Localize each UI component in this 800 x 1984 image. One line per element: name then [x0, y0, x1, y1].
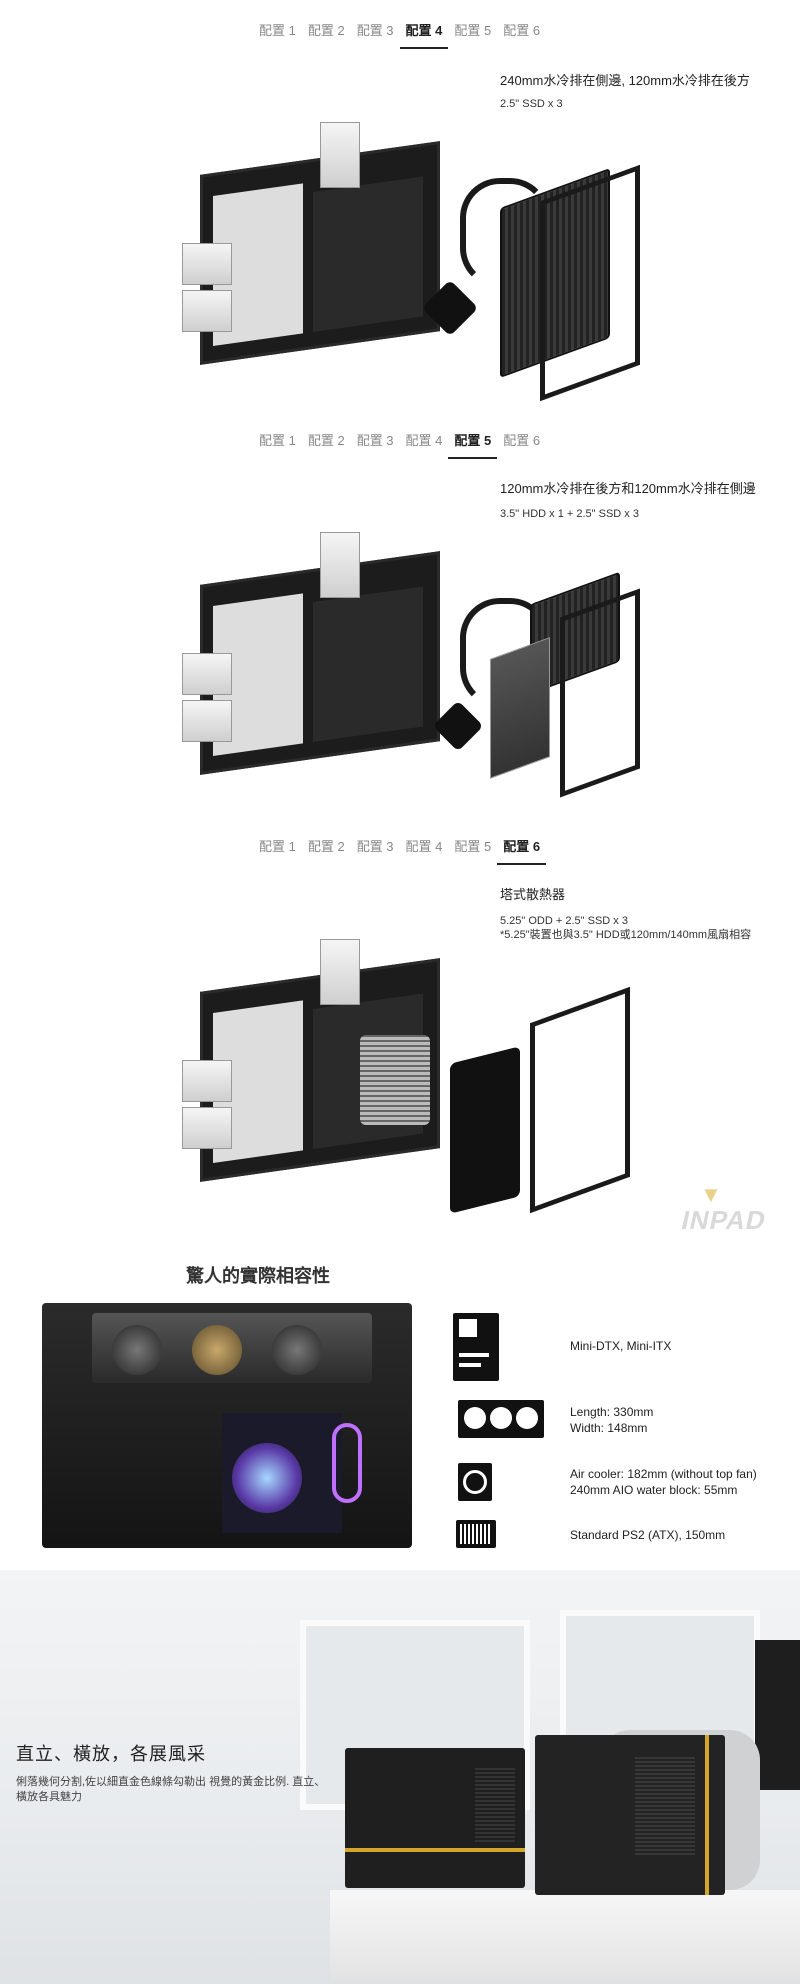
ssd-drive [320, 939, 360, 1005]
optical-drive-bay [450, 1046, 520, 1214]
rgb-fan [232, 1443, 302, 1513]
ssd-drive [182, 1060, 232, 1102]
mount-bracket [560, 588, 640, 798]
rgb-ring [332, 1423, 362, 1503]
config-drive-spec: 2.5" SSD x 3 [500, 98, 563, 110]
tab-config-2[interactable]: 配置 2 [307, 433, 345, 448]
config-tabs: 配置 1 配置 2 配置 3 配置 4 配置 5 配置 6 [253, 430, 546, 459]
inpad-watermark: INPAD [678, 1205, 770, 1235]
case-vertical [535, 1735, 725, 1895]
product-image-config-6 [180, 935, 650, 1225]
tab-config-4[interactable]: 配置 4 [399, 20, 449, 49]
tab-config-4[interactable]: 配置 4 [405, 839, 443, 854]
ssd-drive [182, 290, 232, 332]
inpad-logo-icon: ▼ [700, 1182, 722, 1207]
water-tube [460, 598, 550, 708]
case-horizontal [345, 1748, 525, 1888]
tab-config-3[interactable]: 配置 3 [356, 839, 394, 854]
tab-config-3[interactable]: 配置 3 [356, 433, 394, 448]
tab-config-6[interactable]: 配置 6 [503, 23, 541, 38]
motherboard-icon [453, 1313, 499, 1381]
case-interior-photo [42, 1303, 412, 1548]
tab-config-1[interactable]: 配置 1 [259, 23, 296, 38]
pump-block [432, 700, 484, 752]
config-compat-note: *5.25"裝置也與3.5" HDD或120mm/140mm風扇相容 [500, 929, 752, 941]
graphics-card-icon [458, 1400, 544, 1438]
hdd-drive [490, 637, 550, 779]
gpu-fan [112, 1325, 162, 1375]
tab-config-5[interactable]: 配置 5 [454, 839, 492, 854]
config-drive-spec: 3.5" HDD x 1 + 2.5" SSD x 3 [500, 508, 639, 520]
tab-config-4[interactable]: 配置 4 [405, 433, 443, 448]
gold-accent-line [705, 1735, 709, 1895]
spec-graphics-card: Length: 330mm Width: 148mm [570, 1405, 654, 1435]
compat-title: 驚人的實際相容性 [186, 1266, 330, 1286]
monitor [755, 1640, 800, 1790]
hero-description: 俐落幾何分割,佐以細直金色線條勾勒出 視覺的黃金比例. 直立、橫放各具魅力 [16, 1776, 326, 1803]
tab-config-5[interactable]: 配置 5 [448, 430, 498, 459]
hero-title: 直立、橫放，各展風采 [16, 1744, 206, 1764]
gold-accent-line [345, 1848, 525, 1852]
gpu-fan [272, 1325, 322, 1375]
water-tube [460, 178, 550, 288]
tab-config-1[interactable]: 配置 1 [259, 839, 296, 854]
config-tabs: 配置 1 配置 2 配置 3 配置 4 配置 5 配置 6 [253, 836, 547, 865]
config-drive-spec: 5.25" ODD + 2.5" SSD x 3 [500, 915, 628, 927]
ssd-drive [182, 1107, 232, 1149]
tab-config-1[interactable]: 配置 1 [259, 433, 296, 448]
hero-lifestyle-section: 直立、橫放，各展風采 俐落幾何分割,佐以細直金色線條勾勒出 視覺的黃金比例. 直… [0, 1570, 800, 1984]
config-title: 120mm水冷排在後方和120mm水冷排在側邊 [500, 481, 756, 496]
ssd-drive [182, 700, 232, 742]
tab-config-6[interactable]: 配置 6 [497, 836, 547, 865]
mount-bracket [540, 164, 640, 402]
ssd-drive [320, 532, 360, 598]
ssd-drive [182, 653, 232, 695]
config-title: 240mm水冷排在側邊, 120mm水冷排在後方 [500, 73, 750, 88]
spec-cpu-cooler: Air cooler: 182mm (without top fan) 240m… [570, 1467, 757, 1497]
spec-power-supply: Standard PS2 (ATX), 150mm [570, 1528, 726, 1542]
tab-config-2[interactable]: 配置 2 [307, 839, 345, 854]
gpu-fan [192, 1325, 242, 1375]
tab-config-2[interactable]: 配置 2 [307, 23, 345, 38]
config-title: 塔式散熱器 [500, 887, 566, 902]
power-supply-icon [456, 1520, 496, 1548]
desk [330, 1890, 800, 1980]
ssd-drive [182, 243, 232, 285]
tab-config-5[interactable]: 配置 5 [454, 23, 492, 38]
spec-motherboard: Mini-DTX, Mini-ITX [570, 1339, 672, 1353]
product-image-config-4 [180, 118, 650, 402]
tower-cooler [360, 1035, 430, 1125]
mount-bracket [530, 986, 630, 1214]
product-image-config-5 [180, 528, 650, 808]
config-tabs: 配置 1 配置 2 配置 3 配置 4 配置 5 配置 6 [253, 20, 546, 49]
tab-config-3[interactable]: 配置 3 [356, 23, 394, 38]
tab-config-6[interactable]: 配置 6 [503, 433, 541, 448]
cpu-cooler-icon [458, 1463, 492, 1501]
ssd-drive [320, 122, 360, 188]
